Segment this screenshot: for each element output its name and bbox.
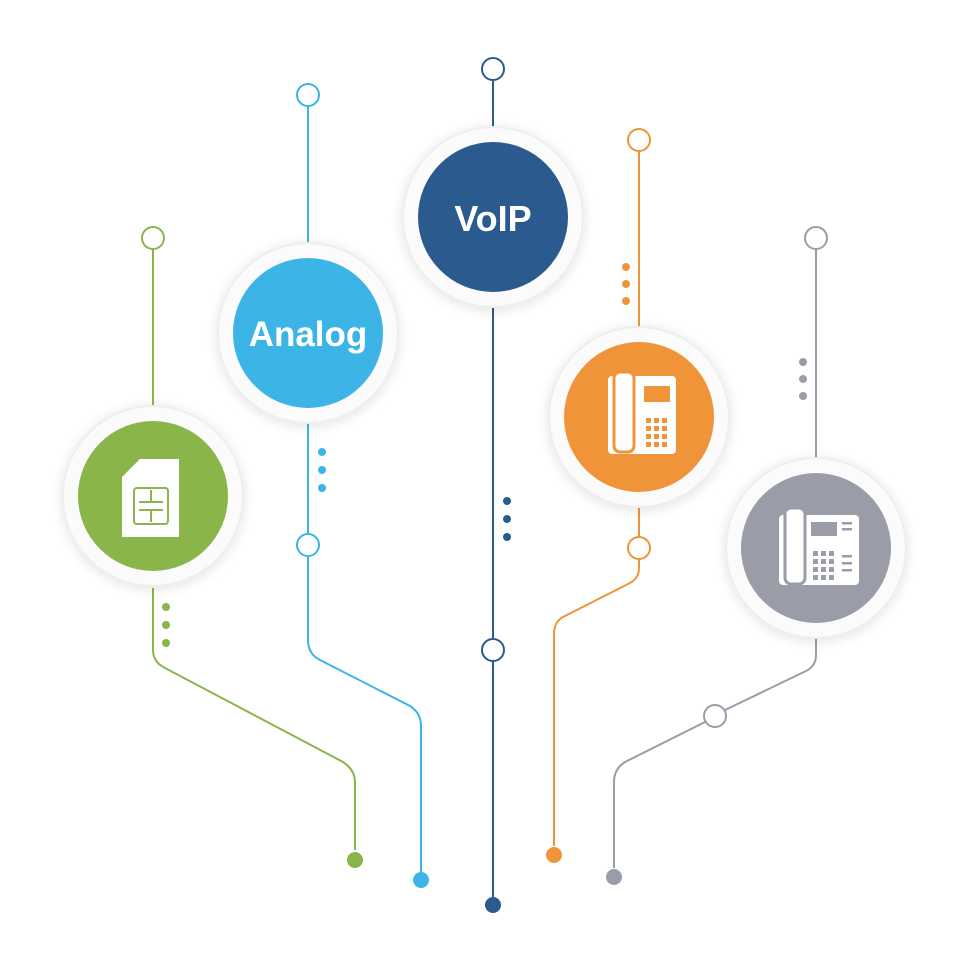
connector-line: [307, 106, 422, 872]
voip-badge: [418, 142, 568, 292]
node-ring: [481, 638, 505, 662]
ellipsis-dots: [799, 358, 807, 400]
node-ring: [804, 226, 828, 250]
branch-desk-phone-gray: [606, 226, 907, 885]
ellipsis-dots: [622, 263, 630, 305]
ellipsis-dots: [162, 603, 170, 647]
endpoint-dot: [606, 869, 622, 885]
node-ring: [296, 533, 320, 557]
branch-analog: Analog: [217, 83, 429, 888]
node-ring: [141, 226, 165, 250]
desk-phone-icon: [779, 506, 859, 586]
endpoint-dot: [347, 852, 363, 868]
desk-phone-icon: [608, 370, 676, 454]
branch-voip: VoIP: [402, 57, 584, 913]
branch-sim: [62, 226, 363, 868]
ellipsis-dots: [503, 497, 511, 541]
ellipsis-dots: [318, 448, 326, 492]
sim-card-icon: [122, 459, 179, 537]
node-ring: [481, 57, 505, 81]
node-ring: [627, 128, 651, 152]
branch-desk-phone-orange: [546, 128, 730, 863]
endpoint-dot: [413, 872, 429, 888]
connector-line: [152, 249, 356, 850]
endpoint-dot: [485, 897, 501, 913]
analog-badge: [233, 258, 383, 408]
connector-line: [613, 249, 817, 868]
node-ring: [627, 536, 651, 560]
analog-label: Analog: [249, 315, 368, 354]
endpoint-dot: [546, 847, 562, 863]
node-ring: [703, 704, 727, 728]
node-ring: [296, 83, 320, 107]
voip-label: VoIP: [454, 198, 531, 239]
connector-line: [553, 151, 640, 846]
